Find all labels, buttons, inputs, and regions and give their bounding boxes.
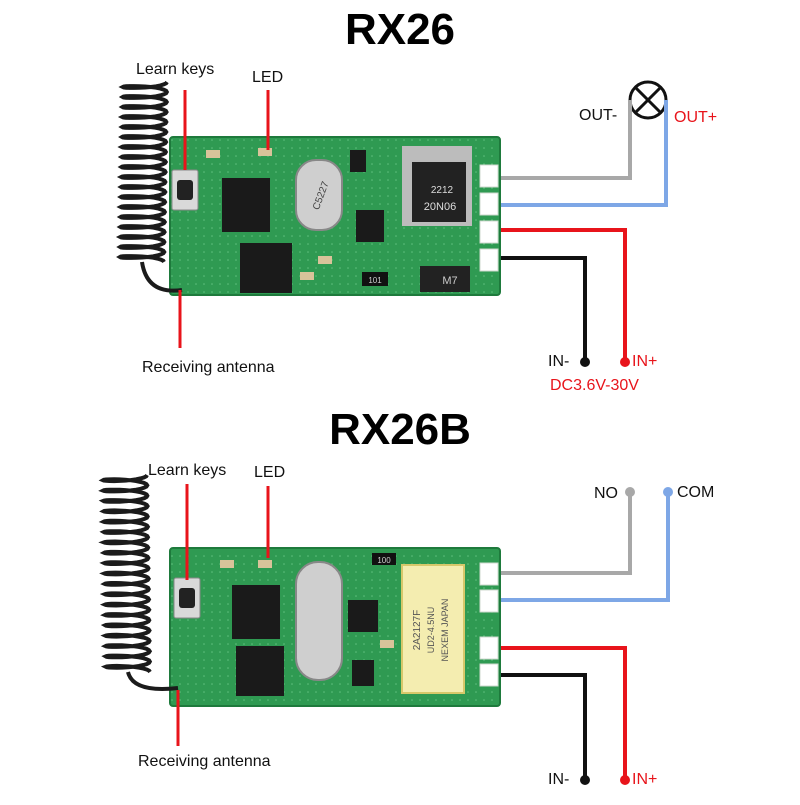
rx26b-relay: 2A2127F UD2-4.5NU NEXEM JAPAN <box>401 564 465 694</box>
rx26-pcb: C5227 2212 20N06 M7 101 <box>169 136 501 296</box>
rx26-wire-in-plus <box>500 228 627 360</box>
terminal-dot-icon <box>580 775 590 785</box>
terminal-dot-icon <box>663 487 673 497</box>
rx26b-wire-in-minus <box>500 673 587 778</box>
rx26b-pcb: 2A2127F UD2-4.5NU NEXEM JAPAN 100 <box>169 547 501 707</box>
rx26-learn-keys-label: Learn keys <box>136 61 215 78</box>
rx26b-no-label: NO <box>594 485 618 502</box>
svg-text:20N06: 20N06 <box>424 201 456 213</box>
rx26b-crystal <box>295 561 343 681</box>
rx26-crystal: C5227 <box>295 159 343 231</box>
rx26-mosfet: 2212 20N06 <box>402 146 472 226</box>
svg-text:2A2127F: 2A2127F <box>412 610 423 651</box>
lamp-icon <box>628 80 668 120</box>
rx26b-antenna-label: Receiving antenna <box>138 753 271 770</box>
rx26-wire-out-minus <box>500 120 632 180</box>
rx26-panel: C5227 2212 20N06 M7 101 <box>115 80 668 367</box>
rx26b-in-plus-label: IN+ <box>632 771 658 788</box>
rx26-wire-out-plus <box>500 120 668 207</box>
rx26-title: RX26 <box>344 5 456 54</box>
rx26-led-label: LED <box>252 69 284 86</box>
rx26b-learn-keys-label: Learn keys <box>148 462 227 479</box>
coil-antenna-icon <box>115 80 183 293</box>
rx26-diode: M7 <box>420 266 470 292</box>
rx26b-led-label: LED <box>254 464 286 481</box>
terminal-dot-icon <box>620 775 630 785</box>
rx26b-title: RX26B <box>329 405 471 454</box>
push-button-icon <box>171 169 199 211</box>
svg-text:101: 101 <box>368 276 382 285</box>
terminal-dot-icon <box>620 357 630 367</box>
rx26b-com-label: COM <box>677 484 715 501</box>
rx26b-wire-in-plus <box>500 646 627 778</box>
rx26b-in-minus-label: IN- <box>548 771 570 788</box>
rx26-in-plus-label: IN+ <box>632 353 658 370</box>
rx26-resistor: 101 <box>362 272 388 286</box>
antenna-coil-wire <box>115 80 170 264</box>
rx26b-resistor: 100 <box>372 553 396 565</box>
terminal-dot-icon <box>625 487 635 497</box>
rx26b-wire-com <box>500 494 670 602</box>
svg-text:NEXEM JAPAN: NEXEM JAPAN <box>440 599 450 662</box>
rx26-out-plus-label: OUT+ <box>674 109 718 126</box>
svg-text:100: 100 <box>377 556 391 565</box>
svg-text:UD2-4.5NU: UD2-4.5NU <box>426 607 436 654</box>
rx26-wire-in-minus <box>500 256 587 360</box>
rx26-out-minus-label: OUT- <box>579 107 618 124</box>
svg-text:2212: 2212 <box>431 185 454 196</box>
antenna-tail-wire <box>126 671 179 691</box>
rx26-voltage-label: DC3.6V-30V <box>550 377 639 394</box>
svg-text:M7: M7 <box>442 275 457 287</box>
rx26-antenna-label: Receiving antenna <box>142 359 275 376</box>
rx26b-panel: 2A2127F UD2-4.5NU NEXEM JAPAN 100 <box>98 473 673 785</box>
terminal-dot-icon <box>580 357 590 367</box>
antenna-tail-wire <box>140 261 183 293</box>
antenna-coil-wire <box>98 473 153 674</box>
rx26b-wire-no <box>500 494 632 575</box>
push-button-icon <box>173 577 201 619</box>
rx26-in-minus-label: IN- <box>548 353 570 370</box>
coil-antenna-icon <box>98 473 179 691</box>
